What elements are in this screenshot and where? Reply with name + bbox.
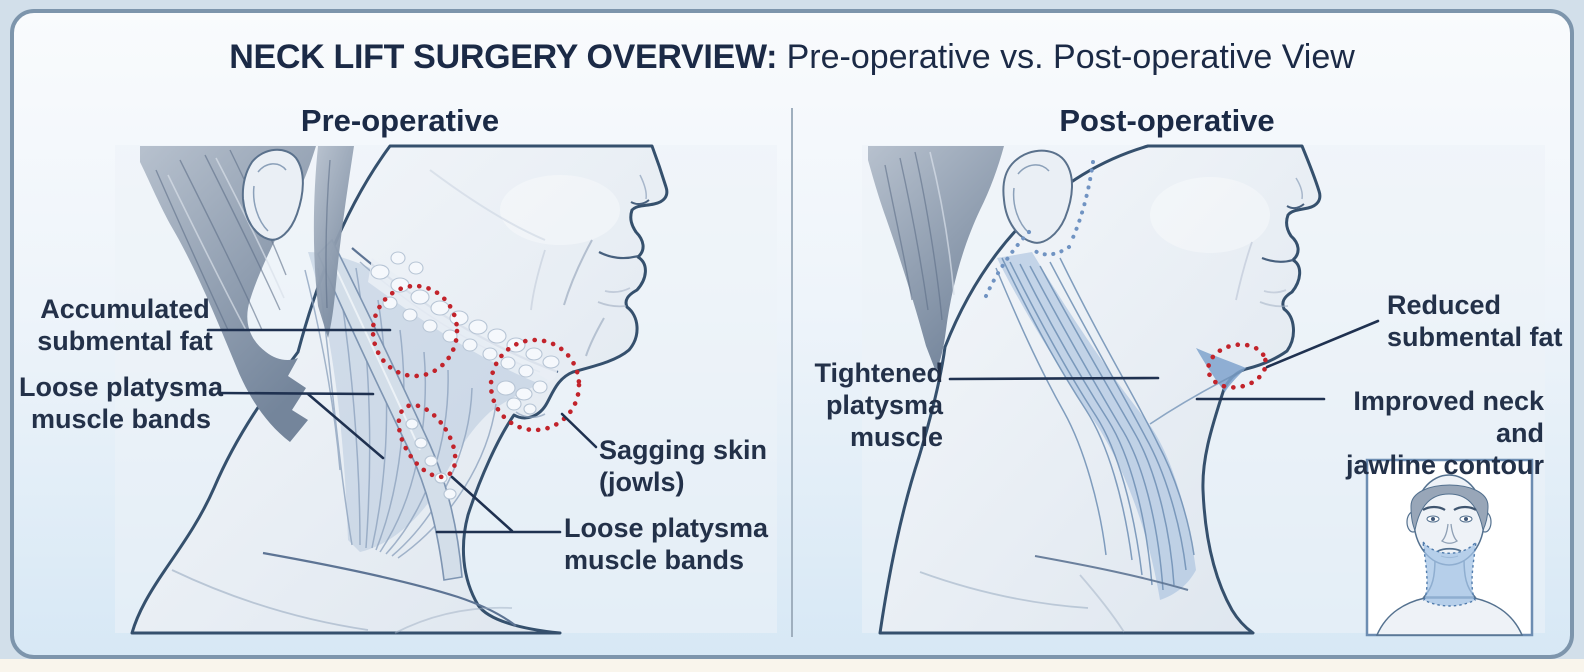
label-reduced-submental-fat: Reduced submental fat: [1387, 290, 1563, 352]
label-loose-platysma-right: Loose platysma muscle bands: [564, 513, 769, 575]
post-operative-header: Post-operative: [1059, 103, 1275, 138]
panel-divider: [791, 108, 793, 637]
page-title: NECK LIFT SURGERY OVERVIEW: Pre-operativ…: [0, 38, 1584, 77]
bottom-margin-strip: [0, 659, 1584, 672]
label-improved-neck-jawline-contour: Improved neck and jawline contour: [1345, 386, 1544, 480]
title-emphasis: NECK LIFT SURGERY OVERVIEW:: [229, 38, 778, 76]
label-accumulated-submental-fat: Accumulated submental fat: [37, 294, 213, 356]
label-loose-platysma-left: Loose platysma muscle bands: [18, 372, 224, 434]
title-rest: Pre-operative vs. Post-operative View: [777, 38, 1355, 76]
label-tightened-platysma-muscle: Tightened platysma muscle: [814, 358, 943, 452]
pre-operative-header: Pre-operative: [300, 103, 500, 138]
label-sagging-skin-jowls: Sagging skin (jowls): [599, 435, 768, 497]
